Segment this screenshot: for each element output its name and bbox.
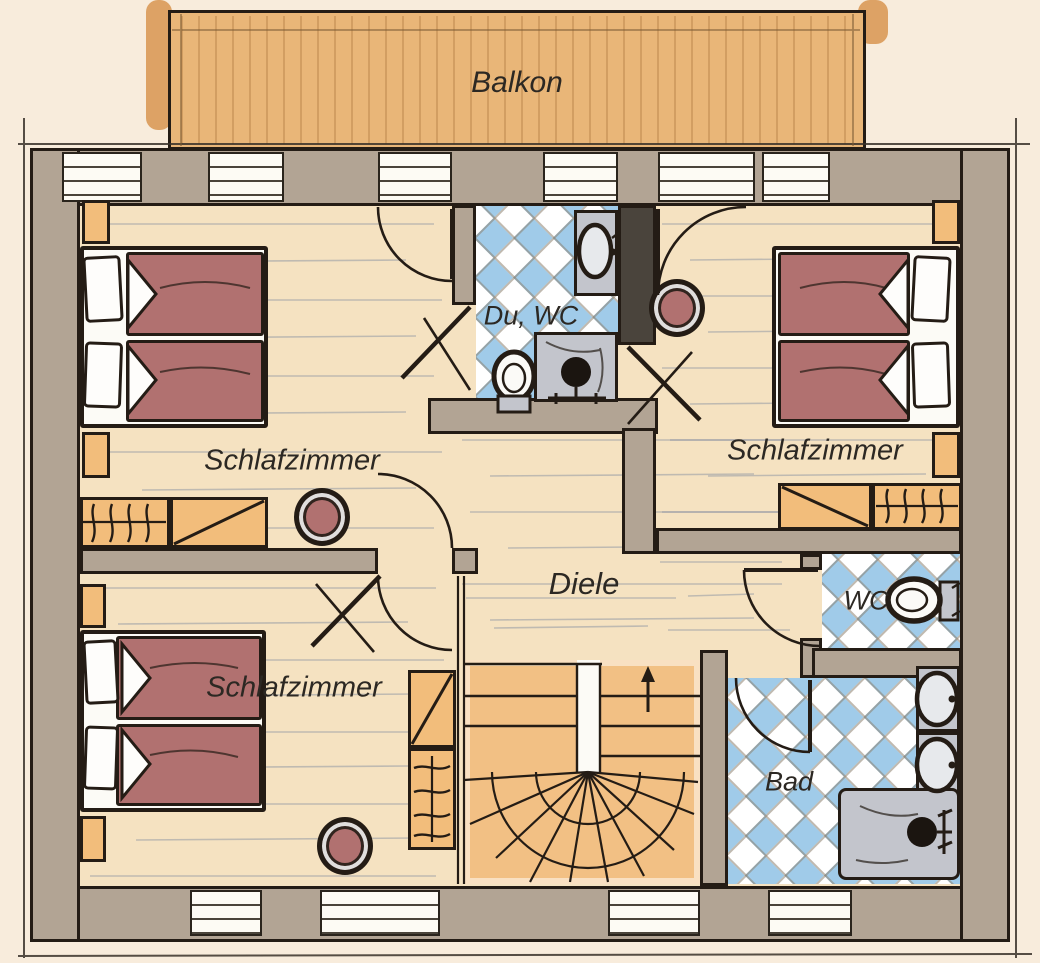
wall-divider-left (80, 548, 378, 574)
window (543, 152, 618, 202)
wall-wc-left-top (800, 554, 822, 570)
wall-bedroom-right-bottom (656, 528, 962, 554)
room-label-hall: Diele (548, 566, 620, 601)
window (190, 890, 262, 936)
room-label-wc: WC (843, 585, 889, 616)
nightstand (80, 816, 106, 862)
balcony-door-opening (658, 152, 755, 202)
window (608, 890, 700, 936)
balcony-door-opening (378, 152, 452, 202)
pillow (82, 725, 120, 791)
bathtub (838, 788, 960, 880)
room-label-bedroom-bottom-left: Schlafzimmer (206, 671, 382, 704)
wall-top (30, 148, 1010, 206)
window (208, 152, 284, 202)
pillow (910, 255, 952, 323)
room-label-shower-wc: Du, WC (483, 300, 579, 331)
nightstand (932, 200, 960, 244)
room-label-bedroom-top-right: Schlafzimmer (727, 434, 903, 467)
mattress (126, 340, 264, 422)
wall-showerwc-right (618, 205, 656, 345)
nightstand (82, 200, 110, 244)
pillow (82, 341, 124, 409)
room-label-bedroom-top-left: Schlafzimmer (204, 444, 380, 477)
nightstand (82, 432, 110, 478)
wardrobe-hanging (408, 748, 456, 850)
sink (574, 210, 618, 296)
wardrobe-shelf (778, 483, 872, 530)
wall-left (30, 148, 80, 942)
wall-right (960, 148, 1010, 942)
wall-divider-post (452, 548, 478, 574)
nightstand (80, 584, 106, 628)
stool (294, 488, 350, 546)
watercolor-smudge (146, 0, 172, 130)
sink (916, 666, 960, 732)
wardrobe-hanging (872, 483, 962, 530)
wardrobe-shelf (408, 670, 456, 748)
pillow (82, 639, 120, 705)
window (768, 890, 852, 936)
chair (317, 817, 373, 875)
stair-newel (577, 660, 600, 772)
pillow (82, 255, 124, 323)
stool (649, 279, 705, 337)
mattress (778, 340, 910, 422)
mattress (126, 252, 264, 336)
shower-tray (534, 332, 618, 402)
wardrobe-hanging (80, 497, 170, 548)
room-label-balcony: Balkon (471, 66, 563, 99)
window (320, 890, 440, 936)
nightstand (932, 432, 960, 478)
mattress (778, 252, 910, 336)
pillow (910, 341, 952, 409)
wall-showerwc-left (452, 205, 476, 305)
window (62, 152, 142, 202)
wall-hall-bedroom-right (622, 428, 656, 554)
mattress (116, 724, 262, 806)
wall-bottom (30, 886, 1010, 942)
wall-stairs-bath (700, 650, 728, 886)
window (762, 152, 830, 202)
room-label-bath: Bad (764, 766, 814, 797)
wardrobe-shelf (170, 497, 268, 548)
